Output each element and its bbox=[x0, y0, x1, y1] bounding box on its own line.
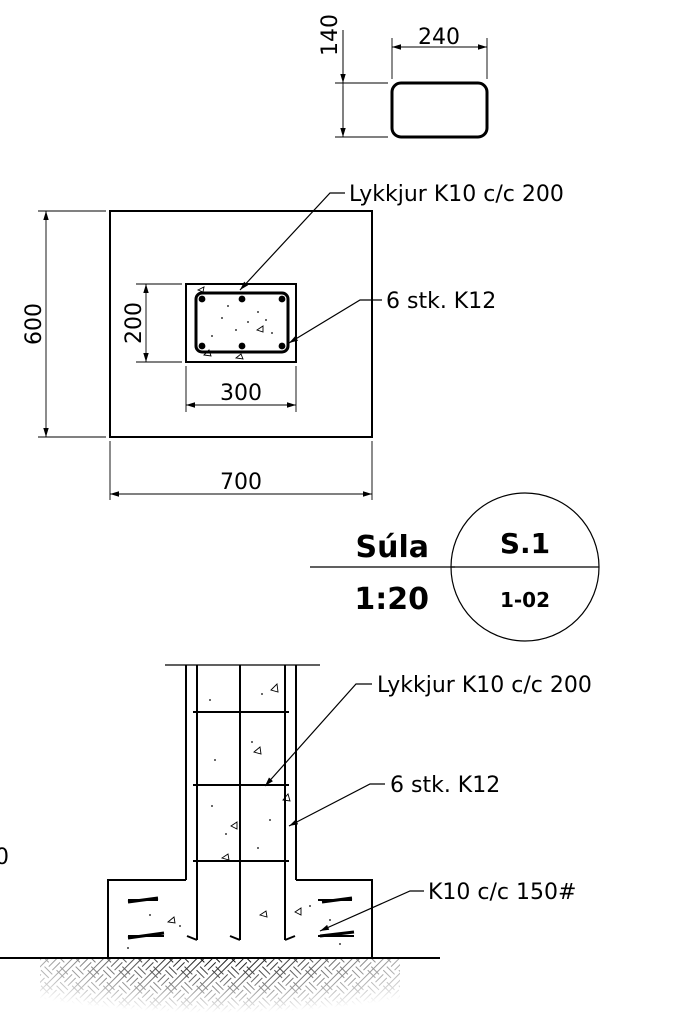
edge-text-fragment: 0 bbox=[0, 845, 9, 870]
title-block: Súla 1:20 S.1 1-02 bbox=[310, 492, 600, 642]
dim-column-depth: 200 bbox=[122, 302, 147, 344]
sheet-ref: 1-02 bbox=[500, 588, 550, 612]
elevation-view: Lykkjur K10 c/c 200 6 stk. K12 K10 c/c 1… bbox=[0, 664, 592, 1031]
label-section-stirrups: Lykkjur K10 c/c 200 bbox=[349, 182, 564, 207]
rebar-dot bbox=[198, 342, 206, 350]
rebar-dot bbox=[238, 342, 246, 350]
dim-footing-width: 700 bbox=[220, 470, 262, 495]
dim-stirrup-width: 240 bbox=[418, 25, 460, 50]
stirrup-shape bbox=[390, 81, 489, 139]
section-stirrup bbox=[194, 291, 290, 354]
label-elevation-bars: 6 stk. K12 bbox=[390, 773, 500, 798]
rebar-dot bbox=[238, 295, 246, 303]
plan-section: 600 700 200 300 Lykkjur K10 c/c 200 6 st… bbox=[22, 182, 564, 500]
label-section-bars: 6 stk. K12 bbox=[386, 289, 496, 314]
dim-footing-depth: 600 bbox=[22, 303, 47, 345]
dim-stirrup-height: 140 bbox=[318, 14, 343, 56]
stirrup-detail: 240 140 bbox=[318, 14, 489, 139]
footing-outline bbox=[109, 210, 373, 438]
section-bars bbox=[198, 295, 286, 350]
concrete-hatch bbox=[196, 286, 273, 360]
label-footing-mesh: K10 c/c 150# bbox=[428, 880, 576, 905]
drawing-scale: 1:20 bbox=[354, 582, 429, 617]
rebar-dot bbox=[198, 295, 206, 303]
label-elevation-stirrups: Lykkjur K10 c/c 200 bbox=[377, 673, 592, 698]
rebar-dot bbox=[278, 342, 286, 350]
detail-ref: S.1 bbox=[500, 527, 550, 560]
rebar-dot bbox=[278, 295, 286, 303]
drawing-title: Súla bbox=[356, 530, 430, 565]
elevation-concrete-hatch bbox=[127, 683, 341, 949]
dim-column-width: 300 bbox=[220, 381, 262, 406]
